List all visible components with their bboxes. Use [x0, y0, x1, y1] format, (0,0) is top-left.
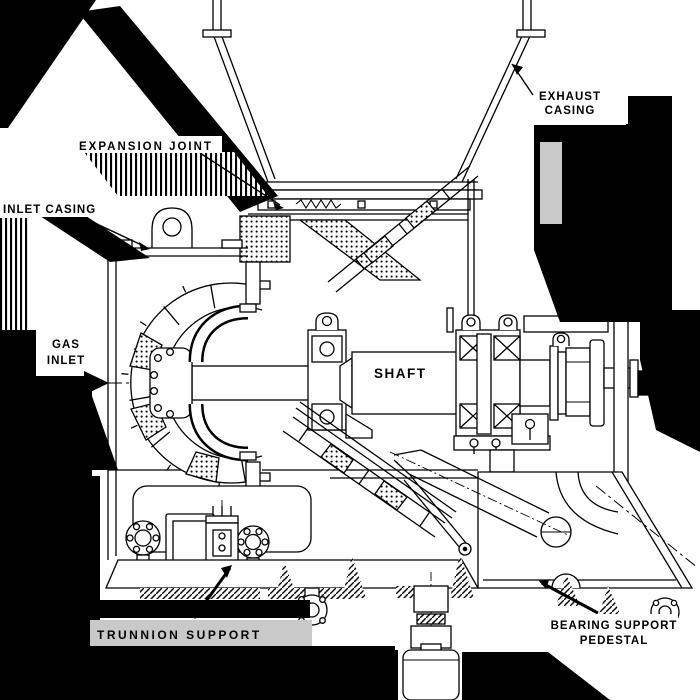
- linework: [55, 0, 699, 700]
- label-inlet-casing-text: INLET CASING: [3, 204, 96, 216]
- label-backing: [76, 136, 222, 153]
- label-bearing-support-line1: BEARING SUPPORT: [551, 620, 678, 632]
- label-exhaust-casing-line2: CASING: [545, 105, 596, 117]
- upper-casing: [151, 165, 479, 318]
- artifact-streaks-left: [0, 218, 30, 330]
- artifact-above-trunnion-label: [96, 600, 310, 618]
- label-trunnion-support: TRUNNION SUPPORT: [90, 565, 312, 646]
- label-backing: [90, 620, 312, 646]
- artifact-streaks-expansion: [84, 152, 268, 196]
- artifact-left-bottom: [0, 476, 100, 700]
- drain-jack-assembly: [402, 572, 460, 700]
- coupling-end: [519, 301, 659, 427]
- artifact-right-of-exhaust-label: [628, 96, 672, 126]
- base-frame: [105, 485, 680, 700]
- label-backing: [36, 331, 98, 371]
- label-expansion-joint: EXPANSION JOINT: [76, 136, 284, 210]
- artifact-right-large: [534, 124, 672, 322]
- artifact-left-mid-3: [92, 396, 118, 470]
- left-bearing-block: [307, 312, 373, 439]
- label-exhaust-casing: EXHAUST CASING: [511, 63, 626, 125]
- label-expansion-joint-text: EXPANSION JOINT: [79, 141, 213, 153]
- center-bearing-housing: [446, 307, 551, 473]
- label-shaft-text: SHAFT: [374, 366, 427, 381]
- leader-arrow: [139, 242, 150, 251]
- label-bearing-support-line2: PEDESTAL: [580, 635, 649, 647]
- shaft-taper: [339, 356, 353, 410]
- label-backing: [550, 614, 678, 648]
- gas-flow-arrow: [84, 371, 109, 395]
- artifact-gray-patch: [540, 142, 562, 224]
- label-shaft: SHAFT: [374, 366, 427, 381]
- label-exhaust-casing-line1: EXHAUST: [539, 91, 601, 103]
- label-gas-inlet-line1: GAS: [52, 339, 80, 351]
- leader-arrow: [512, 64, 523, 75]
- artifact-right-mid: [640, 310, 700, 452]
- shaft-body: [351, 351, 477, 415]
- label-backing: [518, 85, 626, 125]
- leader-arrow: [273, 202, 284, 210]
- leader-arrow: [221, 565, 232, 578]
- label-trunnion-support-text: TRUNNION SUPPORT: [97, 628, 262, 642]
- label-inlet-casing: INLET CASING: [0, 199, 150, 251]
- label-gas-inlet-line2: INLET: [47, 355, 85, 367]
- label-gas-inlet: GAS INLET: [36, 331, 109, 395]
- label-bearing-support-pedestal: BEARING SUPPORT PEDESTAL: [538, 580, 678, 648]
- artifact-inlet-streak: [40, 216, 150, 262]
- label-backing: [0, 199, 108, 217]
- shaft-assembly: [307, 301, 659, 473]
- artifact-bottom-mid: [310, 650, 398, 700]
- artifact-left-mid-1: [0, 330, 36, 376]
- impeller-hub: [149, 261, 311, 493]
- leader-arrow: [538, 580, 549, 589]
- annotations: EXHAUST CASING EXPANSION JOINT INLET CAS…: [0, 63, 678, 648]
- artifact-top-left: [0, 0, 96, 128]
- diagonal-struts: [282, 401, 572, 556]
- artifact-bottom-right-strip: [462, 652, 610, 700]
- artifact-left-mid-2: [0, 376, 92, 476]
